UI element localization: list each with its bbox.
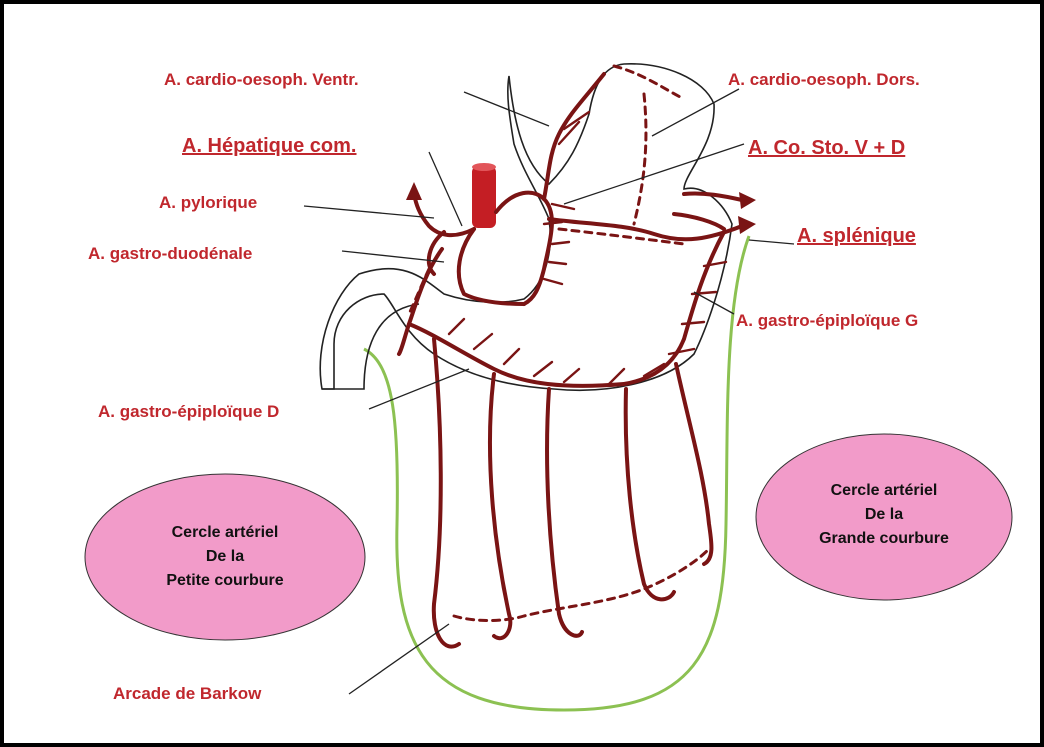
hepatic-artery (414, 194, 474, 235)
petite-line-2: De la (206, 548, 244, 565)
label-co-sto: A. Co. Sto. V + D (748, 137, 905, 159)
label-gastro-epiploique-d: A. gastro-épiploïque D (98, 402, 279, 421)
gastro-epiploic-d-artery (409, 324, 624, 386)
hepatic-arrow-icon (406, 182, 422, 200)
label-cardio-dors: A. cardio-oesoph. Dors. (728, 70, 920, 89)
petite-line-1: Cercle artériel (172, 524, 279, 541)
label-hepatique: A. Hépatique com. (182, 135, 356, 157)
splenic-arrow-icon (738, 216, 756, 234)
label-splenique: A. splénique (797, 225, 916, 247)
gastro-epiploic-g-artery (624, 232, 724, 384)
grande-line-3: Grande courbure (819, 530, 949, 547)
short-gastric-1 (684, 193, 742, 200)
left-gastric-artery (496, 193, 552, 304)
label-gastro-epiploique-g: A. gastro-épiploïque G (736, 311, 918, 330)
duodenum-outline (322, 304, 419, 389)
petite-line-3: Petite courbure (166, 572, 283, 589)
label-gastro-duodenale: A. gastro-duodénale (88, 244, 252, 263)
posterior-dashed-1 (634, 94, 646, 224)
lesser-curvature-arc (459, 229, 524, 304)
barkow-arcade (454, 549, 709, 621)
grande-line-1: Cercle artériel (831, 482, 938, 499)
greater-omentum-outline (364, 236, 749, 710)
label-barkow: Arcade de Barkow (113, 684, 262, 703)
short-gastric-arrow-icon (739, 192, 756, 209)
label-pylorique: A. pylorique (159, 193, 257, 212)
aorta-top (472, 163, 496, 171)
label-cardio-ventr: A. cardio-oesoph. Ventr. (164, 70, 359, 89)
aorta-trunk (472, 166, 496, 228)
stomach-arteries-diagram: Cercle artériel De la Petite courbure Ce… (4, 4, 1040, 743)
grande-line-2: De la (865, 506, 903, 523)
short-gastric-2 (674, 214, 724, 229)
stomach-outline (320, 64, 732, 390)
